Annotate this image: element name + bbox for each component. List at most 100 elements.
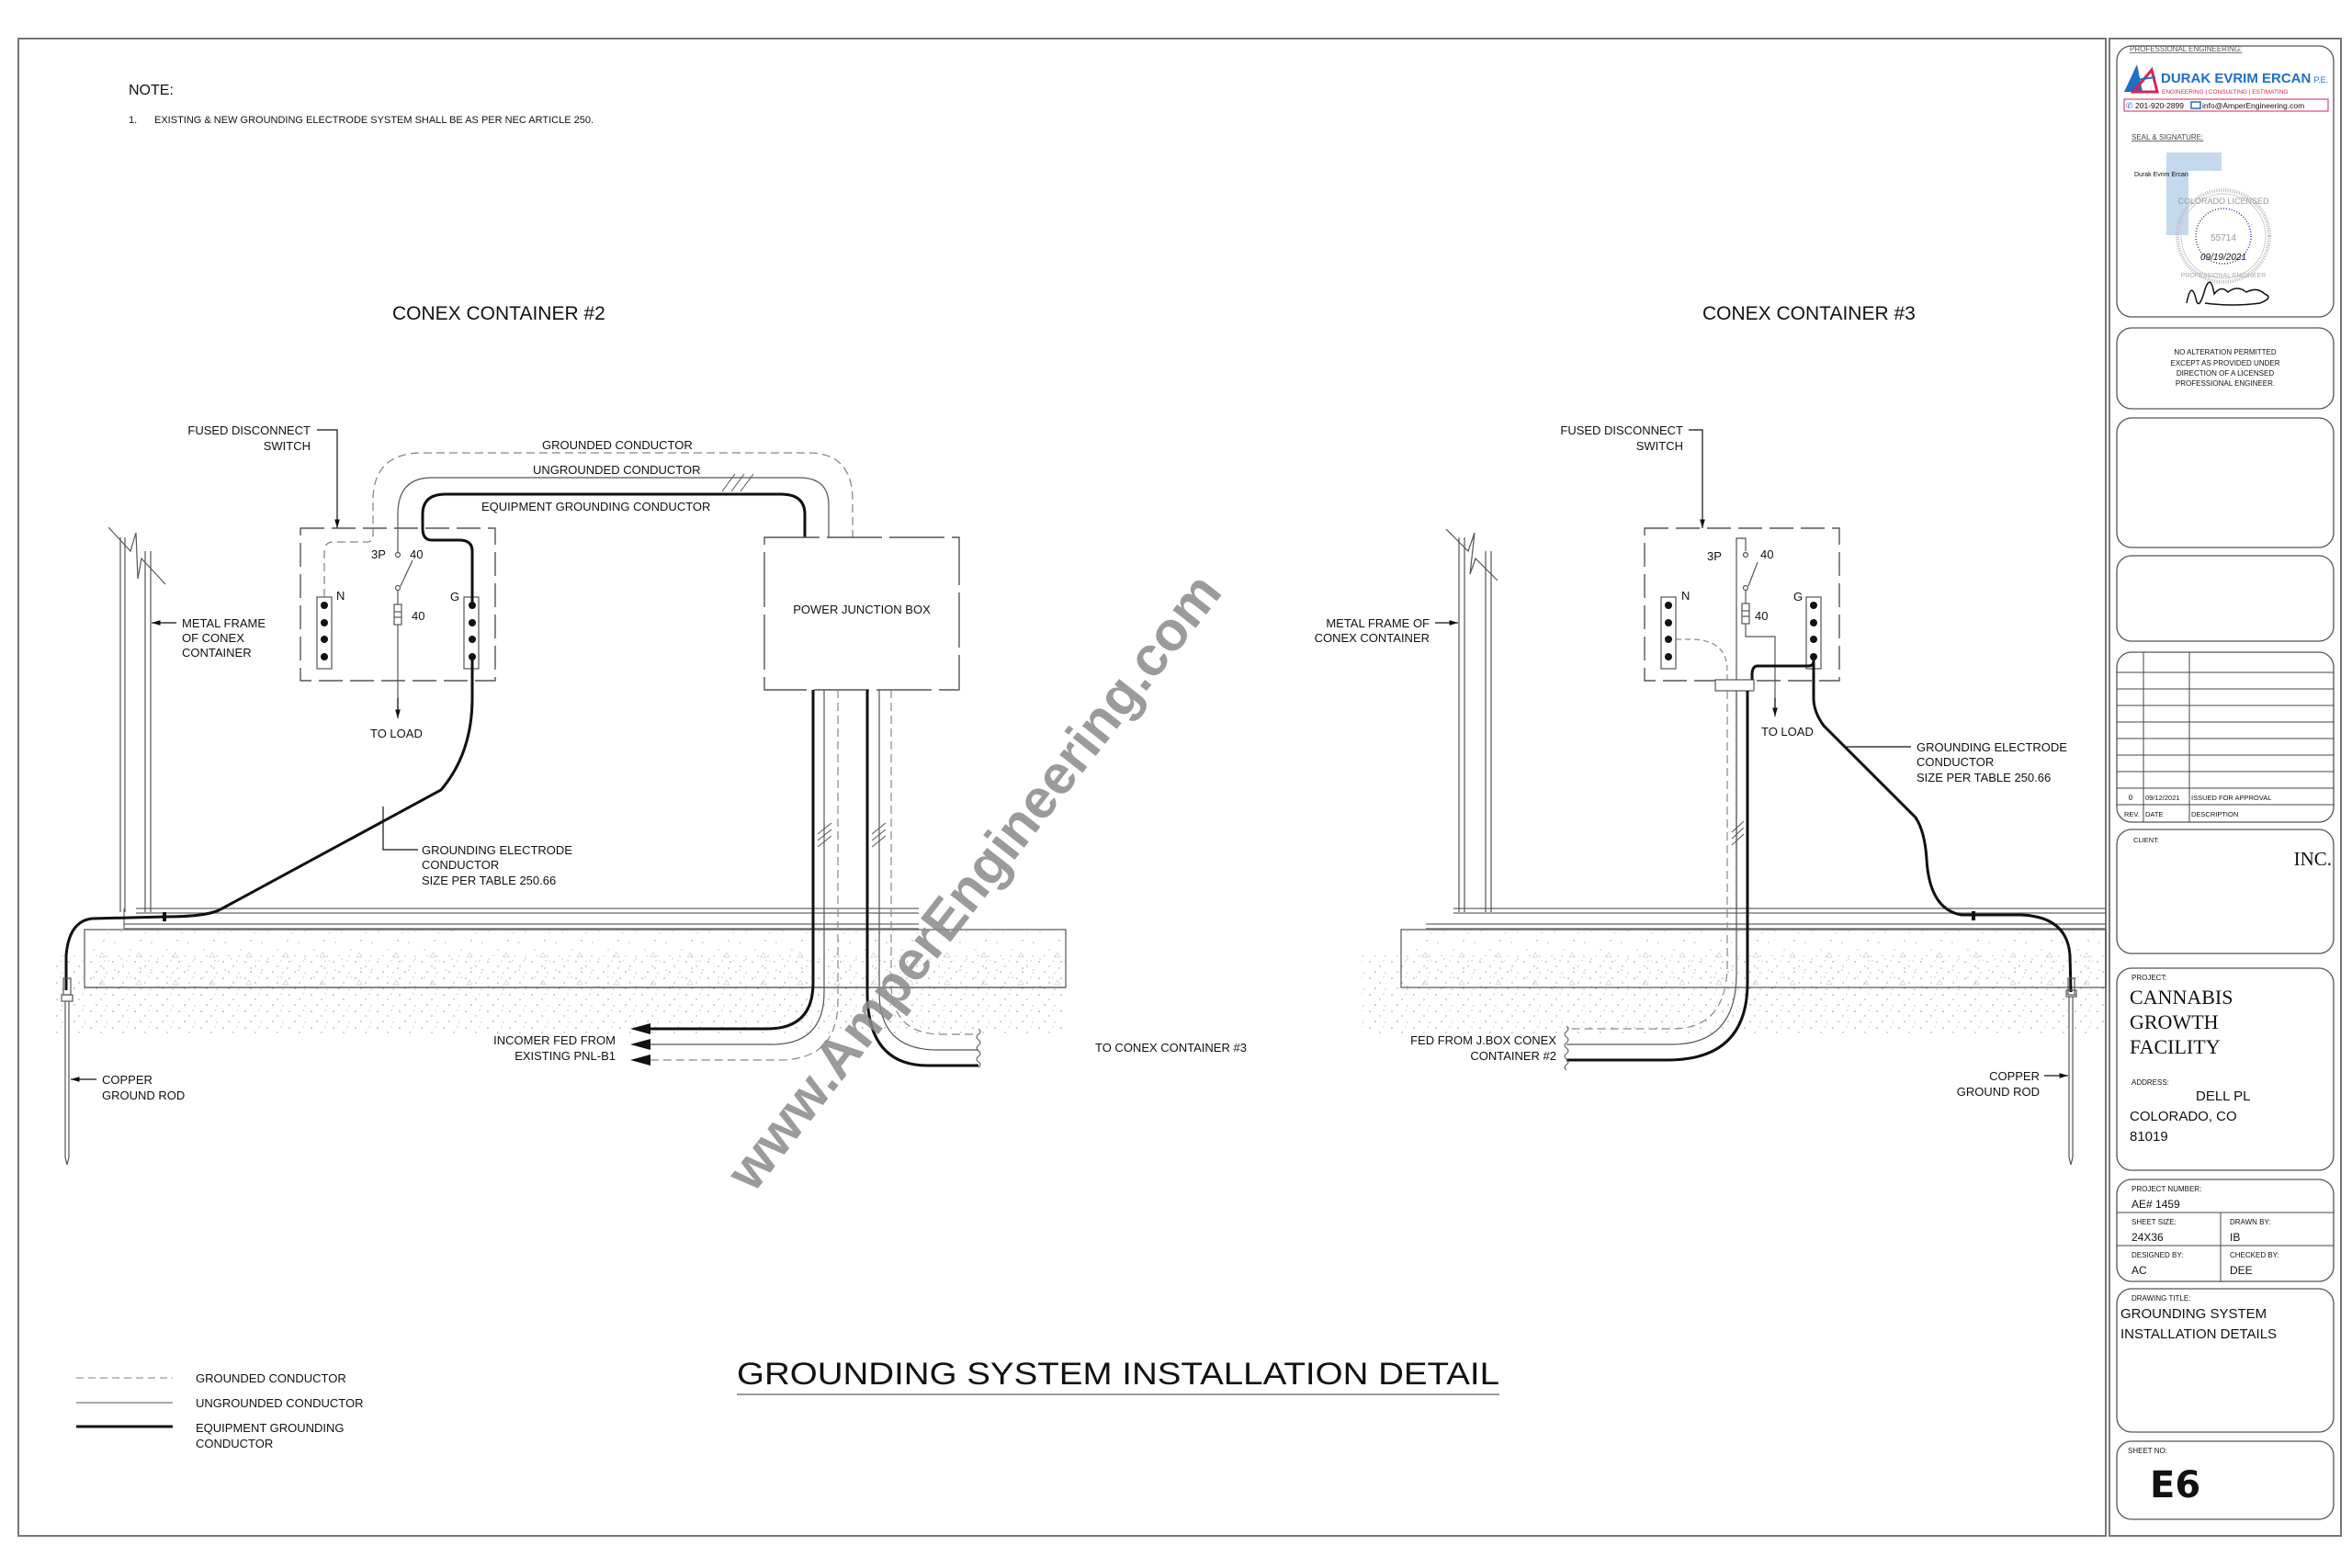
seal-heading: SEAL & SIGNATURE:: [2132, 133, 2203, 141]
gec-run-2: [64, 657, 474, 990]
neutral-bar-3: [1660, 596, 1677, 670]
grounded-conductor-run: [323, 452, 854, 597]
ground-bar-label-3: G: [1793, 590, 1803, 604]
container-3-title: CONEX CONTAINER #3: [1702, 303, 1916, 324]
rev-header-date: DATE: [2145, 810, 2163, 818]
feeder-ungrounded: [878, 690, 978, 1051]
sheet-size-label: SHEET SIZE:: [2132, 1218, 2177, 1226]
ground-rod-2: [61, 977, 74, 1166]
legend-label-grounded: GROUNDED CONDUCTOR: [196, 1371, 346, 1385]
incomer-ungrounded: [643, 690, 825, 1045]
drawn-by-label: DRAWN BY:: [2230, 1218, 2271, 1226]
pe-panel: [2116, 45, 2335, 318]
signer-name: Durak Evrim Ercan: [2134, 172, 2188, 178]
sheet-no-label: SHEET NO:: [2128, 1447, 2167, 1455]
rev-date: 09/12/2021: [2145, 794, 2180, 802]
revisions-table: 0 09/12/2021 ISSUED FOR APPROVAL REV. DA…: [2116, 651, 2335, 823]
project-info-grid: PROJECT NUMBER: AE# 1459 SHEET SIZE: 24X…: [2116, 1179, 2335, 1282]
project-number-label: PROJECT NUMBER:: [2132, 1185, 2201, 1193]
blank-panel-1: [2116, 417, 2335, 548]
rev-header-rev: REV.: [2124, 810, 2140, 818]
note-number: 1.: [129, 115, 137, 126]
power-junction-box-label: POWER JUNCTION BOX: [793, 603, 931, 616]
phone-icon: ✆: [2126, 101, 2133, 110]
feeder-egc: [865, 690, 978, 1067]
client-name: INC.: [2294, 848, 2332, 870]
container-2-floor: [123, 908, 919, 930]
designed-by: AC: [2132, 1264, 2147, 1277]
to-load-label-3: TO LOAD: [1761, 725, 1814, 739]
pe-seal: 55714 09/19/2021 COLORADO LICENSED PROFE…: [2176, 188, 2271, 284]
switch-rating-label-3: 40: [1760, 547, 1773, 561]
project-label: PROJECT:: [2132, 974, 2167, 982]
seal-bottom: PROFESSIONAL ENGINEER: [2181, 273, 2267, 279]
checked-by-label: CHECKED BY:: [2230, 1251, 2279, 1259]
equipment-grounding-conductor-run: [421, 492, 807, 605]
incomer-grounded: [643, 690, 839, 1061]
rev-description: ISSUED FOR APPROVAL: [2191, 794, 2271, 802]
sheet-border: [17, 38, 2107, 1537]
legend-label-ungrounded: UNGROUNDED CONDUCTOR: [196, 1396, 363, 1410]
seal-top: COLORADO LICENSED: [2177, 197, 2269, 206]
switch-poles-label-3: 3P: [1707, 549, 1722, 563]
metal-frame: [107, 526, 166, 912]
seal-license: 55714: [2211, 233, 2236, 243]
ungrounded-conductor-run: [397, 477, 830, 553]
firm-tagline: ENGINEERING | CONSULTING | ESTIMATING: [2162, 89, 2288, 96]
note-text: EXISTING & NEW GROUNDING ELECTRODE SYSTE…: [154, 115, 594, 126]
neutral-bar-label-3: N: [1681, 589, 1690, 603]
feeder-grounded: [890, 690, 978, 1035]
fuse-rating-label: 40: [412, 609, 424, 623]
container-2-title: CONEX CONTAINER #2: [392, 303, 605, 324]
title-block-border: [2109, 38, 2342, 1537]
drawing-title: GROUNDING SYSTEM INSTALLATION DETAIL: [737, 1357, 1499, 1392]
power-junction-box: [763, 536, 960, 691]
notes: NOTE: 1. EXISTING & NEW GROUNDING ELECTR…: [129, 83, 594, 126]
client-label: CLIENT:: [2133, 836, 2159, 844]
to-container-3-label: TO CONEX CONTAINER #3: [1095, 1041, 1247, 1055]
notes-heading: NOTE:: [129, 83, 174, 98]
rev-header-description: DESCRIPTION: [2191, 810, 2238, 818]
firm-logo-icon: [2124, 64, 2159, 94]
firm-phone: 201-920-2899: [2135, 101, 2184, 110]
title-block: PROFESSIONAL ENGINEERING: DURAK EVRIM ER…: [2116, 45, 2335, 1520]
fuse-rating-label-3: 40: [1755, 609, 1768, 623]
blank-panel-2: [2116, 555, 2335, 642]
address-label: ADDRESS:: [2132, 1078, 2169, 1087]
legend: GROUNDED CONDUCTOR UNGROUNDED CONDUCTOR …: [76, 1371, 363, 1450]
ground-rod-3: [2065, 977, 2077, 1166]
email-icon: [2190, 101, 2201, 109]
ungrounded-conductor-label: UNGROUNDED CONDUCTOR: [533, 463, 700, 477]
signature: [2186, 281, 2269, 306]
egc-label: EQUIPMENT GROUNDING CONDUCTOR: [481, 500, 710, 513]
project-number: AE# 1459: [2132, 1198, 2180, 1211]
grounded-conductor-label: GROUNDED CONDUCTOR: [542, 438, 693, 452]
to-load-label: TO LOAD: [370, 727, 423, 740]
designed-by-label: DESIGNED BY:: [2132, 1251, 2183, 1259]
firm-email: info@AmperEngineering.com: [2202, 101, 2304, 110]
concrete-slab: [84, 929, 1067, 988]
sheet-size: 24X36: [2132, 1231, 2164, 1244]
switch-poles-label: 3P: [371, 547, 386, 561]
drawing-title-label: DRAWING TITLE:: [2132, 1294, 2190, 1303]
drawn-by: IB: [2230, 1231, 2240, 1244]
gec-run-3: [1812, 657, 2073, 993]
checked-by: DEE: [2230, 1264, 2253, 1277]
contact-box: [2123, 98, 2329, 112]
